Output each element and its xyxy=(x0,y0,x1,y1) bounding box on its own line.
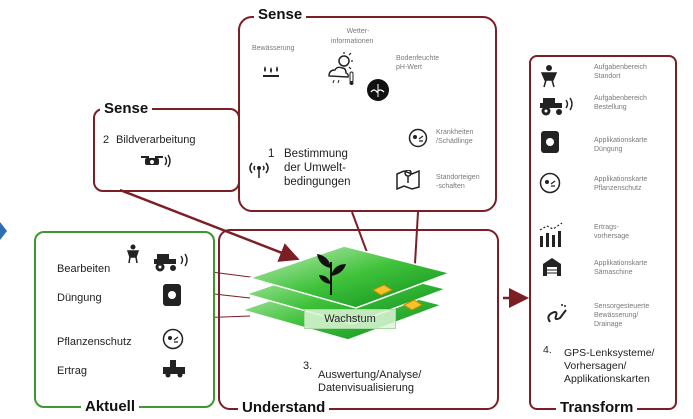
sense-left-number: 2 xyxy=(103,134,110,146)
map-location-icon xyxy=(396,170,420,190)
transform-tractor-icon xyxy=(538,94,578,116)
transform-protection-icon xyxy=(539,172,561,194)
aktuell-panel xyxy=(34,231,215,408)
transform-item-4-l1: Applikationskarte xyxy=(594,176,648,183)
growth-label: Wachstum xyxy=(304,309,396,329)
label-krank-2: /Schädlinge xyxy=(436,138,473,145)
worker-icon xyxy=(538,64,560,88)
label-bewaesserung: Bewässerung xyxy=(252,45,295,52)
transform-item-4-l2: Pflanzenschutz xyxy=(594,185,642,192)
transform-bottom-line1: GPS-Lenksysteme/ xyxy=(564,347,655,359)
center-line3: bedingungen xyxy=(284,176,351,188)
transform-item-3-l2: Düngung xyxy=(594,146,623,153)
irrigation-hose-icon xyxy=(546,302,568,324)
center-line2: der Umwelt- xyxy=(284,162,346,174)
harvester-icon xyxy=(160,358,188,378)
aktuell-item-bearbeiten: Bearbeiten xyxy=(57,263,111,275)
irrigation-icon xyxy=(262,64,280,78)
transform-panel xyxy=(529,55,677,410)
transform-bottom-line3: Applikationskarten xyxy=(564,373,650,385)
understand-line1: Auswertung/Analyse/ xyxy=(318,369,422,381)
crop-protection-icon xyxy=(162,328,184,350)
aktuell-item-ertrag: Ertrag xyxy=(57,365,87,377)
aktuell-item-pflanzenschutz: Pflanzenschutz xyxy=(57,336,132,348)
center-number: 1 xyxy=(268,148,275,160)
transform-item-5-l1: Ertrags- xyxy=(594,224,619,231)
understand-number: 3. xyxy=(303,360,313,372)
understand-title: Understand xyxy=(238,400,330,416)
sense-left-title: Sense xyxy=(100,101,153,117)
sense-top-panel xyxy=(238,16,497,212)
pest-icon xyxy=(408,128,428,148)
sense-top-title: Sense xyxy=(254,7,307,23)
transform-item-6-l1: Applikationskarte xyxy=(594,260,648,267)
sensor-signal-icon xyxy=(248,160,270,178)
transform-item-7-l3: Drainage xyxy=(594,321,623,328)
label-wetter-1: Wetter- xyxy=(346,28,370,35)
weather-icon xyxy=(326,52,356,86)
aktuell-item-duengung: Düngung xyxy=(57,292,102,304)
label-wetter-2: informationen xyxy=(331,38,374,45)
transform-item-1-l1: Aufgabenbereich xyxy=(594,64,647,71)
soil-moisture-icon xyxy=(366,78,390,102)
tractor-icon xyxy=(152,250,194,272)
transform-item-7-l2: Bewässerung/ xyxy=(594,312,639,319)
farmer-icon xyxy=(125,244,141,264)
sense-left-label: Bildverarbeitung xyxy=(116,134,196,146)
transform-item-3-l1: Applikationskarte xyxy=(594,137,648,144)
drone-icon xyxy=(140,153,174,169)
transform-item-7-l1: Sensorgesteuerte xyxy=(594,303,650,310)
transform-title: Transform xyxy=(556,400,638,416)
aktuell-title: Aktuell xyxy=(81,399,140,415)
transform-item-6-l2: Sämaschine xyxy=(594,269,633,276)
label-standort-1: Standorteigen xyxy=(436,174,480,181)
transform-item-2-l2: Bestellung xyxy=(594,104,627,111)
transform-item-1-l2: Standort xyxy=(594,73,621,80)
yield-chart-icon xyxy=(538,222,566,248)
nav-chevron-icon xyxy=(0,222,7,240)
label-krank-1: Krankheiten xyxy=(436,129,474,136)
label-boden-2: pH-Wert xyxy=(396,64,422,71)
center-line1: Bestimmung xyxy=(284,148,348,160)
label-standort-2: -schaften xyxy=(436,183,465,190)
understand-panel xyxy=(218,229,499,410)
transform-item-5-l2: vorhersage xyxy=(594,233,630,240)
seeder-icon xyxy=(541,256,563,278)
fertilizer-bag-icon xyxy=(162,283,182,307)
transform-bottom-number: 4. xyxy=(543,344,552,356)
transform-fertilizer-icon xyxy=(540,130,560,154)
understand-line2: Datenvisualisierung xyxy=(318,382,414,394)
transform-bottom-line2: Vorhersagen/ xyxy=(564,360,627,372)
sense-left-panel xyxy=(93,108,240,192)
transform-item-2-l1: Aufgabenbereich xyxy=(594,95,647,102)
label-boden-1: Bodenfeuchte xyxy=(396,55,440,62)
